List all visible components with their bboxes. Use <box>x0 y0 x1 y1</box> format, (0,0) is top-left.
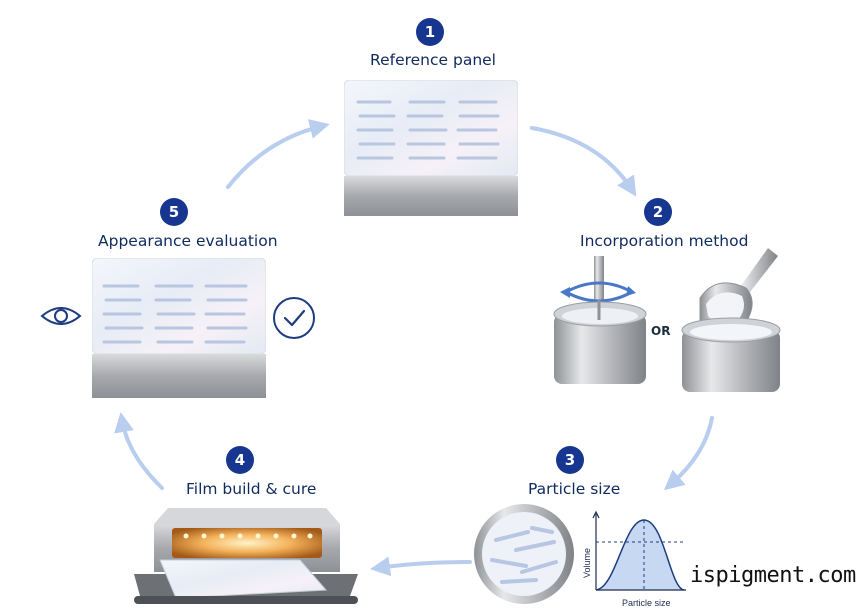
step-1-title: Reference panel <box>370 51 496 69</box>
step-4-title: Film build & cure <box>186 480 317 498</box>
curing-oven-illustration <box>134 508 358 604</box>
particle-magnifier-illustration <box>474 504 574 604</box>
mixing-can-illustration <box>553 256 647 384</box>
arrow-4-to-5 <box>114 412 164 490</box>
powder-scoop-can-illustration <box>681 248 781 392</box>
eye-icon <box>40 307 82 325</box>
arrow-5-to-1 <box>226 119 330 189</box>
arrow-1-to-2 <box>530 126 637 197</box>
distribution-curve-fill <box>596 520 684 590</box>
step-2-badge: 2 <box>644 198 672 226</box>
y-axis-label: Volume <box>582 548 592 578</box>
step-3-badge: 3 <box>556 446 584 474</box>
watermark-text: ispigment.com <box>686 563 860 588</box>
arrow-3-to-4 <box>370 556 472 577</box>
step-5-badge: 5 <box>160 198 188 226</box>
step-2-title: Incorporation method <box>580 232 749 250</box>
particle-size-distribution-plot: Volume Particle size <box>582 510 686 608</box>
step-5-title: Appearance evaluation <box>98 232 278 250</box>
evaluation-panel-illustration <box>92 258 266 398</box>
step-1-badge: 1 <box>416 18 444 46</box>
reference-panel-illustration <box>344 80 518 216</box>
or-label: OR <box>651 324 671 338</box>
step-4-badge: 4 <box>226 446 254 474</box>
check-circle-icon <box>273 297 315 339</box>
rotation-arrow-icon <box>565 281 633 294</box>
arrow-2-to-3 <box>663 416 714 491</box>
step-3-title: Particle size <box>528 480 621 498</box>
x-axis-label: Particle size <box>622 598 671 608</box>
